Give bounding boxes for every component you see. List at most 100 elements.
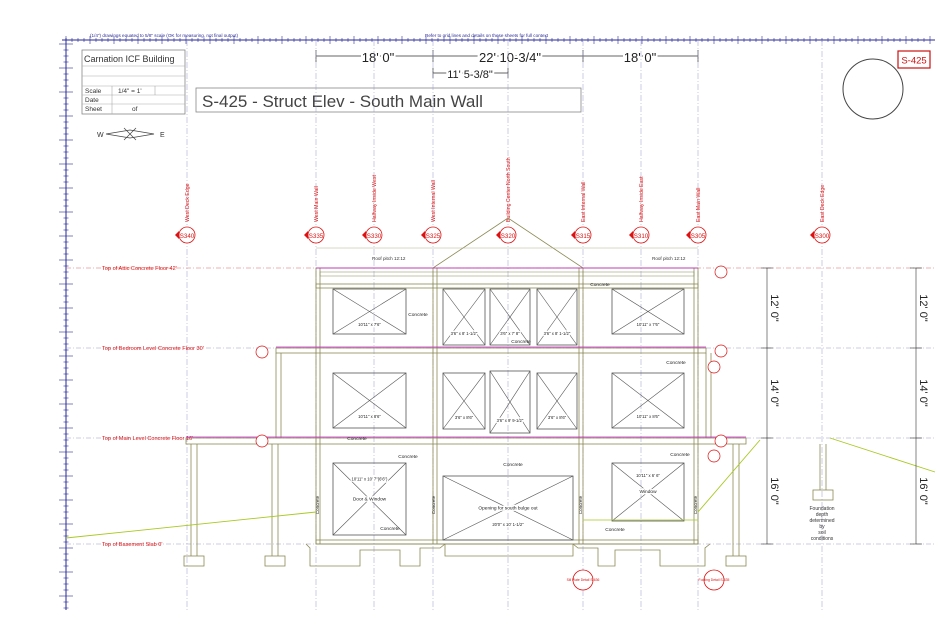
dim-top-right: 18' 0" (624, 50, 657, 65)
concrete-label: Concrete (398, 454, 418, 460)
concrete-label: Concrete (511, 339, 531, 345)
gridline-ref: S340 (180, 233, 195, 240)
opening: 3'6" x 8'6" (536, 372, 578, 430)
opening-size: 10'11" x 7'6" (637, 322, 660, 327)
gridline-label: East Internal Wall (581, 182, 587, 222)
gridline-label: Halfway Inside East (639, 176, 645, 222)
gridline-arrow (496, 231, 500, 239)
concrete-labels: ConcreteConcreteConcreteConcreteConcrete… (315, 282, 698, 533)
ground-line (65, 437, 936, 539)
concrete-label: Concrete (431, 495, 436, 514)
level-label: Top of Main Level Concrete Floor 16' (102, 436, 193, 442)
opening: 10'11" x 7'6" (332, 288, 407, 335)
level-lines (66, 267, 935, 545)
right-dimension-label: 14' 0" (768, 379, 780, 407)
level-label: Top of Bedroom Level Concrete Floor 30' (102, 346, 204, 352)
concrete-label: Concrete (605, 527, 625, 533)
opening-size: 20'0" x 10' 1-1/2" (492, 522, 524, 527)
gridline-label: Building Center North South (506, 157, 512, 222)
level-markers (186, 267, 746, 438)
foundation-note-line: determined (809, 518, 834, 524)
gridline-arrow (810, 231, 814, 239)
opening-size: 3'6" x 8'6" (455, 415, 474, 420)
gridline-label: West Main Wall (314, 186, 320, 222)
gridline-arrow (686, 231, 690, 239)
dim-top-middle: 22' 10-3/4" (479, 50, 541, 65)
concrete-label: Concrete (693, 495, 698, 514)
concrete-label: Concrete (666, 360, 686, 366)
foundation-note: Foundation depth determined by soil cond… (809, 506, 834, 542)
opening-name: Door & Window (353, 496, 387, 502)
concrete-label: Concrete (380, 526, 400, 532)
roof-pitch-right: Roof pitch 12:12 (652, 256, 686, 261)
compass-west: W (97, 132, 104, 139)
gridline-ref: S330 (367, 233, 382, 240)
project-name: Carnation ICF Building (84, 54, 175, 64)
ruler-note-left: (1/4") drawings equated to 5/8" scale (O… (90, 33, 239, 38)
right-dimension-label: 16' 0" (917, 477, 929, 505)
scale-value: 1/4" = 1' (118, 88, 142, 95)
opening: 10'11" x 8'6" (611, 372, 685, 429)
detail-ref-footing: Footing Detail S-635 (699, 569, 730, 591)
openings: 10'11" x 7'6"3'6" x 8' 1-1/2"3'6" x 7' 8… (332, 288, 685, 541)
right-dimension-label: 12' 0" (917, 294, 929, 322)
opening: 3'6" x 8' 1-1/2" (536, 288, 578, 346)
north-arrow-circle (842, 58, 904, 120)
level-labels: Top of Attic Concrete Floor 42'Top of Be… (102, 266, 204, 548)
concrete-label: Concrete (408, 312, 428, 318)
right-dimension-label: 12' 0" (768, 294, 780, 322)
ruler-note-right: Refer to grid lines and details on these… (425, 33, 549, 38)
right-dimension-label: 14' 0" (917, 379, 929, 407)
gridline-label: West Internal Wall (431, 180, 437, 222)
dim-center-sub: 11' 5-3/8" (447, 69, 493, 81)
gridline-ref: S310 (634, 233, 649, 240)
concrete-label: Concrete (590, 282, 610, 288)
opening-size: 3'6" x 8' 1-1/2" (544, 331, 571, 336)
gridline-arrow (629, 231, 633, 239)
opening: Door & Window 10'11" x 10' 7"(6'6") (332, 462, 407, 536)
building-structure (183, 217, 834, 567)
drawing-title-box: S-425 - Struct Elev - South Main Wall (195, 87, 582, 113)
gridline-ref: S300 (815, 233, 830, 240)
gridline-ref: S335 (309, 233, 324, 240)
right-dimension-lines (761, 267, 922, 545)
gridline-label: East Deck Edge (820, 185, 826, 222)
gridline-arrow (175, 231, 179, 239)
concrete-label: Concrete (578, 495, 583, 514)
opening-size: 10'11" x 10' 7"(6'6") (352, 476, 388, 481)
dim-top-left: 18' 0" (362, 50, 395, 65)
opening-size: 3'6" x 9' 9-1/2" (497, 418, 524, 423)
concrete-label: Concrete (315, 495, 320, 514)
opening: 10'11" x 7'6" (611, 288, 685, 335)
opening: 10'11" x 8'6" (332, 372, 407, 429)
opening-size: 10'11" x 6' 6" (636, 473, 660, 478)
opening-name: Window (639, 489, 657, 495)
sheet-label: Sheet (85, 106, 102, 113)
drawing-title: S-425 - Struct Elev - South Main Wall (202, 92, 483, 111)
foundation-note-line: conditions (811, 536, 834, 542)
date-label: Date (85, 97, 99, 104)
top-ruler: (1/4") drawings equated to 5/8" scale (O… (62, 33, 935, 44)
compass-we: W E (97, 127, 165, 141)
gridline-arrow (571, 231, 575, 239)
detail-ref-sill: Sill Plate Detail S-636 (567, 569, 600, 591)
level-label: Top of Basement Slab 0' (102, 542, 162, 548)
opening-size: 10'11" x 8'6" (637, 414, 660, 419)
right-dimension-label: 16' 0" (768, 477, 780, 505)
gridline-arrow (304, 231, 308, 239)
left-ruler (59, 38, 73, 610)
sheet-of: of (132, 106, 138, 113)
gridline-label: Halfway Inside West (372, 175, 378, 222)
opening-size: 3'6" x 8'6" (548, 415, 567, 420)
detail-ref-sill-text: Sill Plate Detail S-636 (567, 578, 600, 582)
sheet-badge-text: S-425 (901, 56, 926, 67)
opening-size: 10'11" x 8'6" (358, 414, 381, 419)
opening-name: Opening for south bulge out (478, 505, 538, 511)
level-detail-bubbles (255, 265, 728, 463)
opening: Opening for south bulge out 20'0" x 10' 1… (442, 475, 574, 541)
opening-size: 3'6" x 8' 1-1/2" (451, 331, 478, 336)
right-dimensions: 12' 0" 12' 0" 14' 0" 14' 0" 16' 0" 16' 0" (766, 292, 931, 507)
roof-pitch-left: Roof pitch 12:12 (372, 256, 406, 261)
